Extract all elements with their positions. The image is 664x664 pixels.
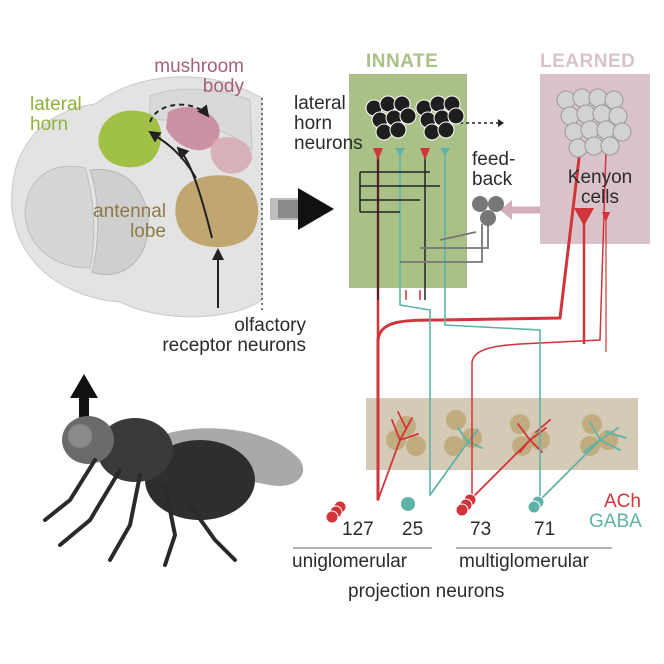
flow-arrow bbox=[270, 188, 334, 230]
mushroom-body-region bbox=[166, 107, 220, 151]
antennal-lobe-label: antennal lobe bbox=[93, 201, 166, 242]
ach-legend: ACh bbox=[604, 491, 641, 512]
olfactory-receptor-neurons-label: olfactory receptor neurons bbox=[162, 315, 306, 356]
glomeruli bbox=[386, 410, 618, 456]
fly-silhouette bbox=[43, 374, 304, 567]
lateral-horn-label: lateral horn bbox=[30, 94, 82, 135]
feedback-cluster bbox=[472, 196, 504, 226]
count-multiglomerular-ach: 73 bbox=[470, 519, 492, 540]
antennal-lobe-region bbox=[175, 175, 259, 248]
count-uniglomerular-gaba: 25 bbox=[402, 519, 424, 540]
kenyon-cells-label: Kenyon cells bbox=[567, 167, 633, 208]
uniglomerular-label: uniglomerular bbox=[292, 551, 408, 572]
feedback-label: feed- back bbox=[472, 149, 516, 190]
pn-soma-uniglomerular-gaba bbox=[401, 497, 415, 511]
lhn-cluster-right bbox=[415, 95, 465, 141]
gaba-legend: GABA bbox=[589, 511, 642, 532]
pn-somata-multiglomerular-gaba bbox=[527, 495, 545, 514]
mushroom-body-label: mushroom body bbox=[154, 56, 244, 97]
pn-somata-uniglomerular-ach bbox=[325, 500, 347, 524]
lateral-horn-neurons-label: lateral horn neurons bbox=[294, 93, 363, 154]
kenyon-cell-cluster bbox=[556, 88, 632, 158]
brain-illustration bbox=[11, 76, 263, 318]
feedback-lines bbox=[400, 200, 540, 263]
lateral-horn-region bbox=[98, 110, 162, 168]
projection-neurons-label: projection neurons bbox=[348, 581, 505, 602]
pn-somata-multiglomerular-ach bbox=[455, 493, 477, 517]
count-uniglomerular-ach: 127 bbox=[342, 519, 374, 540]
innate-header: INNATE bbox=[366, 51, 439, 72]
kc-output bbox=[574, 208, 610, 352]
lhn-cluster-left bbox=[365, 95, 417, 141]
learned-header: LEARNED bbox=[540, 51, 636, 72]
multiglomerular-label: multiglomerular bbox=[459, 551, 589, 572]
lhn-output-lines bbox=[359, 119, 504, 300]
count-multiglomerular-gaba: 71 bbox=[534, 519, 556, 540]
